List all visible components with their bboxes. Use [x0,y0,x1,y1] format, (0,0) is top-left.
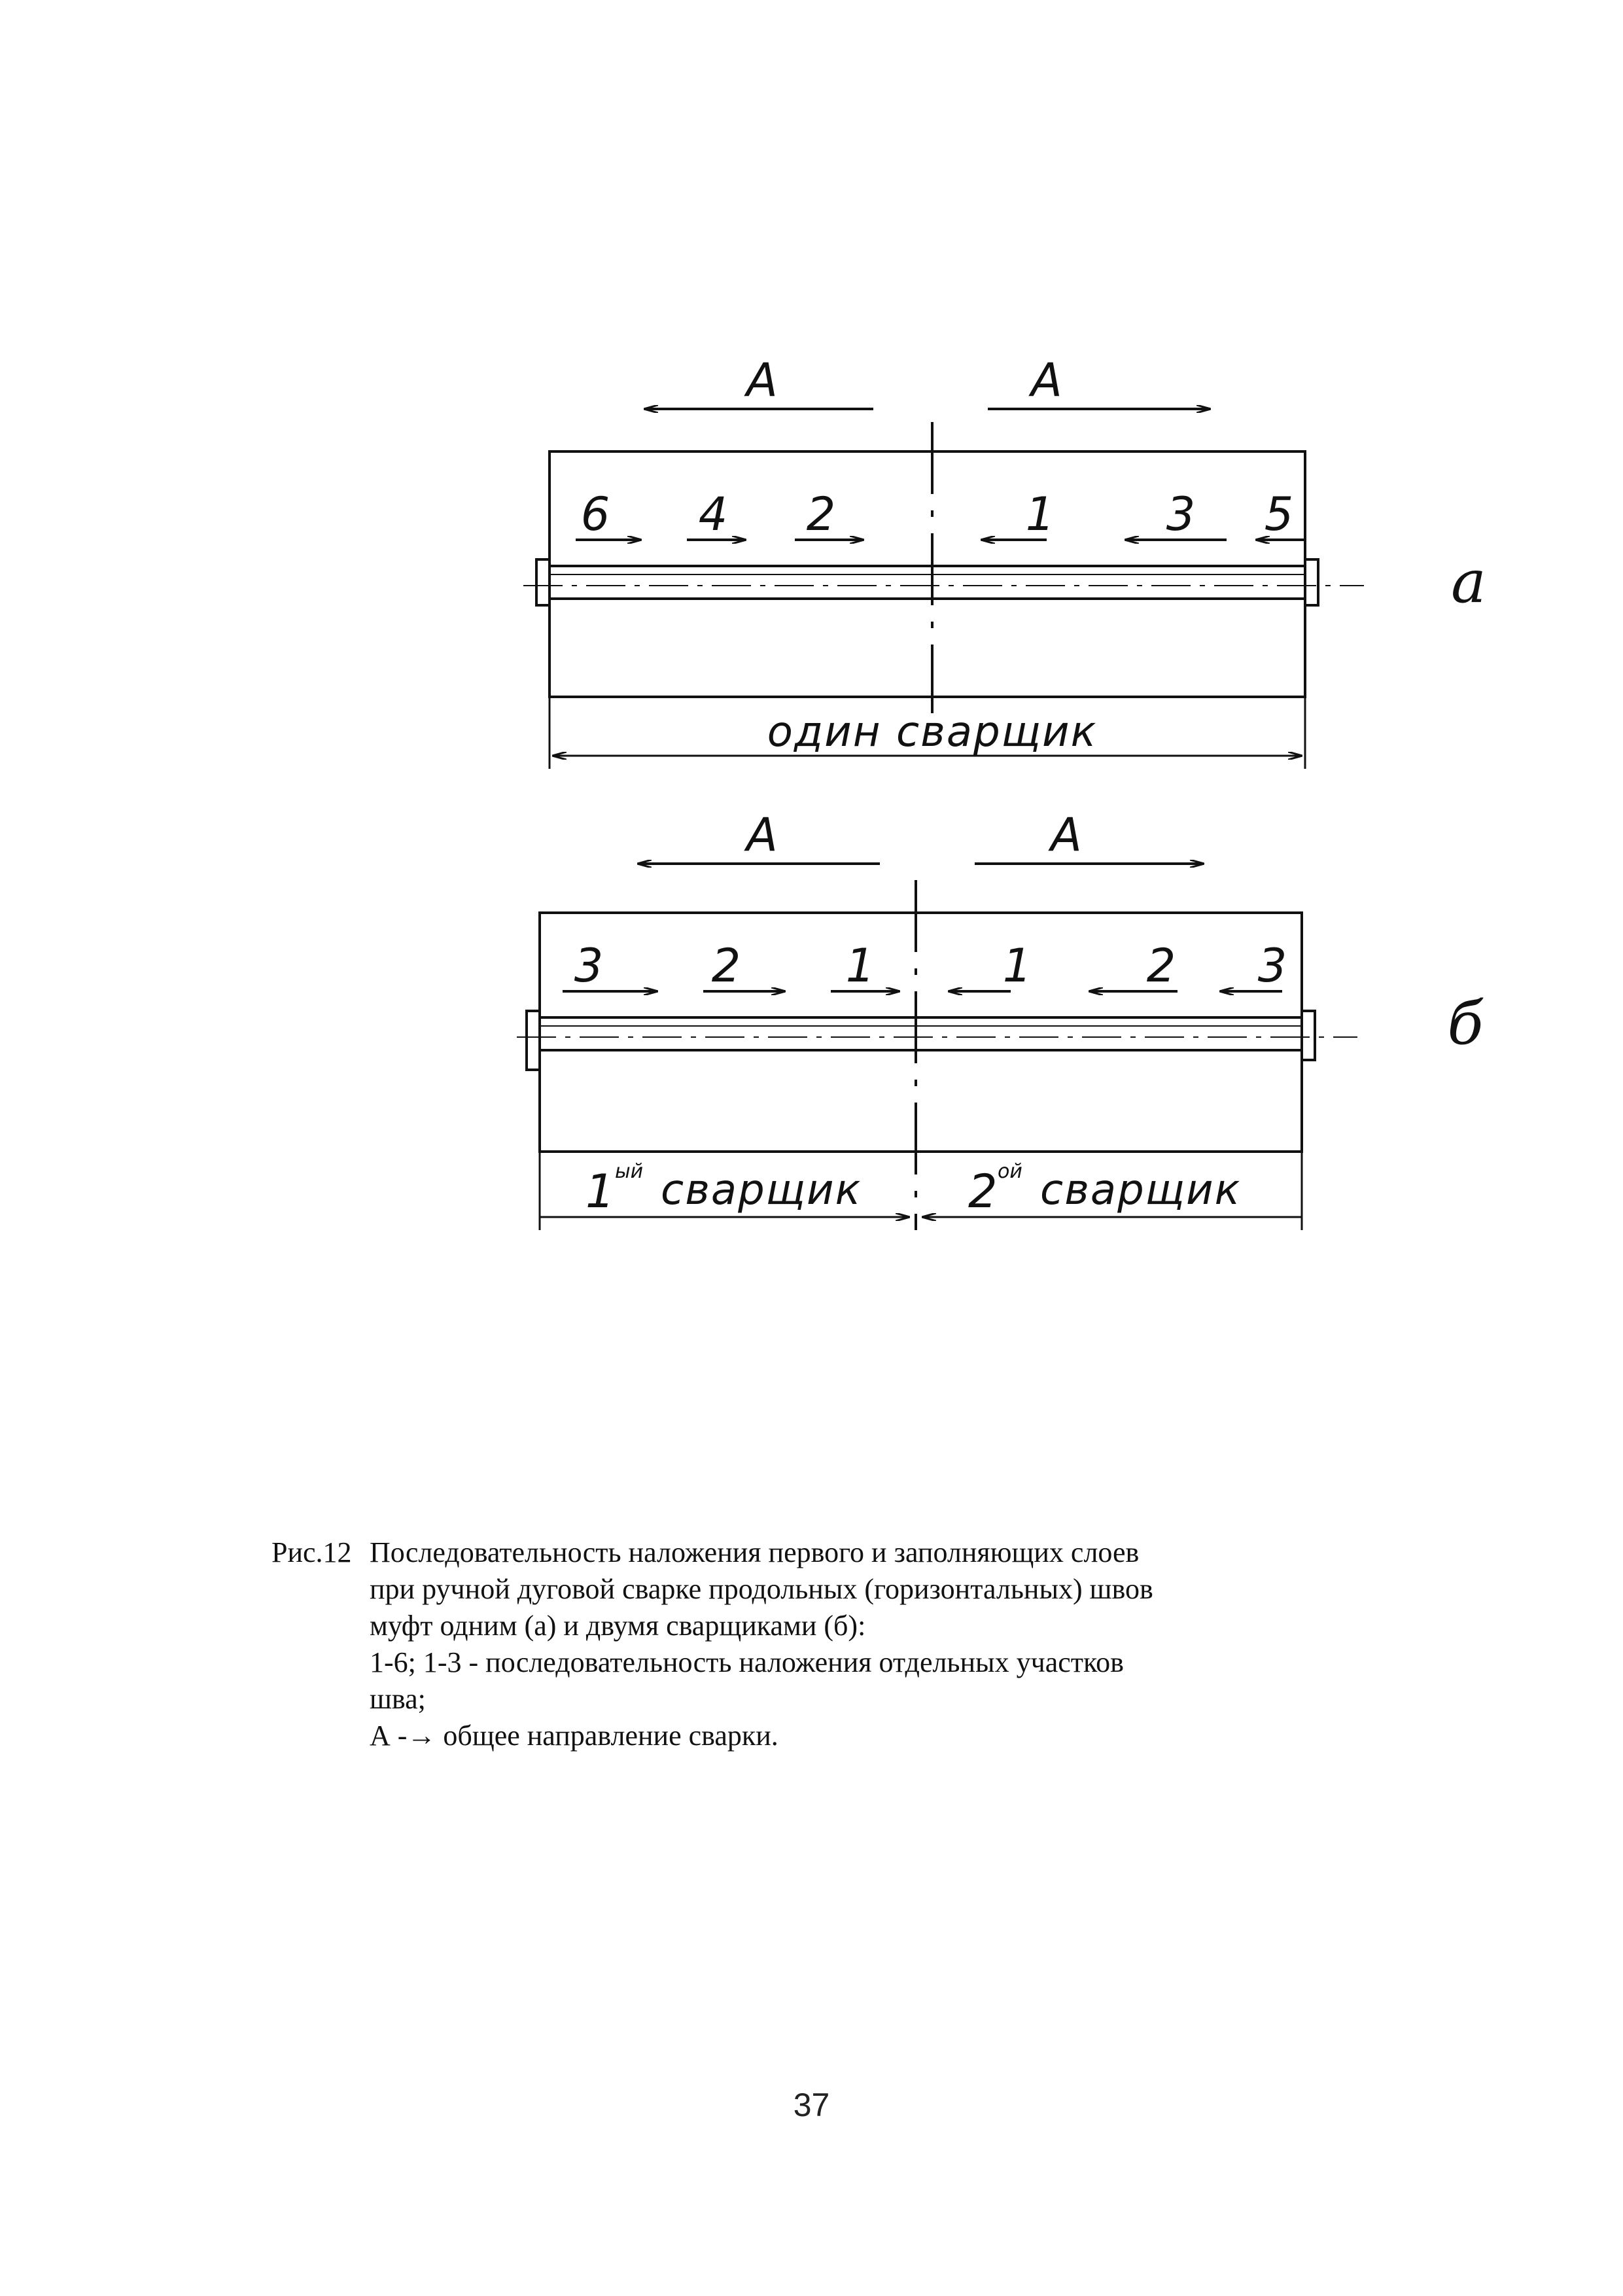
caption-line: А -→ общее направление сварки. [370,1720,778,1752]
seam-number: 2 [1147,939,1176,993]
welder-2-suffix: ой [998,1160,1022,1183]
figure-b [517,864,1357,1230]
direction-label-left: A [744,808,778,862]
seam-end-cap-right [1300,1010,1316,1061]
seam-number: 5 [1265,487,1294,541]
seam-number: 2 [712,939,741,993]
seam-number: 2 [807,487,836,541]
figure-tag-a: а [1451,548,1486,616]
direction-label-left: A [744,353,778,407]
direction-label-right: A [1028,353,1062,407]
seam-number: 1 [1026,487,1055,541]
coupling-outline [538,911,1303,1153]
direction-label-right: A [1048,808,1082,862]
welder-1-label: 1 ый сварщик [585,1160,862,1218]
caption-line: при ручной дуговой сварке продольных (го… [370,1573,1153,1605]
seam-number: 3 [1258,939,1287,993]
figure-caption: Рис.12 Последовательность наложения перво… [271,1534,1384,1754]
seam-number: 3 [574,939,604,993]
seam-number: 3 [1166,487,1196,541]
caption-text: Последовательность наложения первого и з… [370,1536,1140,1568]
figure-b-labels: A A 3 2 1 1 2 3 1 ый сварщик 2 ой сварщи… [574,808,1484,1218]
caption-line: шва; [370,1683,426,1715]
seam-number: 6 [581,487,610,541]
welder-2-text: сварщик [1040,1166,1241,1214]
page-number: 37 [793,2087,830,2123]
seam-number: 1 [846,939,875,993]
welder-1-suffix: ый [615,1160,643,1183]
welder-2-label: 2 ой сварщик [968,1160,1241,1218]
welder-1-number: 1 [585,1165,615,1218]
figure-number: Рис.12 [271,1536,352,1568]
seam-end-cap-left [535,558,551,607]
welder-2-number: 2 [968,1165,998,1218]
figure-a [523,409,1364,769]
caption-line: муфт одним (а) и двумя сварщиками (б): [370,1610,866,1642]
seam-end-cap-left [525,1010,541,1071]
figure-tag-b: б [1448,989,1484,1058]
caption-line: 1-6; 1-3 - последовательность наложения … [370,1646,1124,1678]
caption-line: Рис.12 Последовательность наложения перво… [271,1534,1384,1571]
welder-label: один сварщик [767,708,1097,756]
seam-number: 1 [1003,939,1032,993]
seam-end-cap-right [1304,558,1319,607]
figure-a-labels: A A 6 4 2 1 3 5 один сварщик а [581,353,1486,756]
welder-1-text: сварщик [661,1166,862,1214]
seam-number: 4 [699,487,728,541]
